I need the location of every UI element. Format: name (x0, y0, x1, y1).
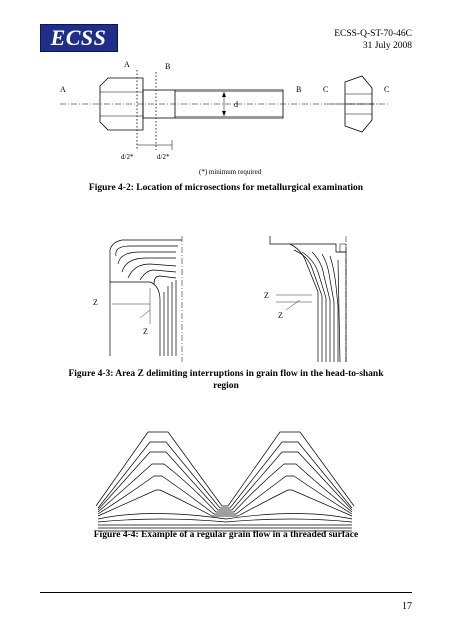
document-id: ECSS-Q-ST-70-46C (334, 29, 412, 39)
label-z-left-2: Z (143, 327, 148, 336)
figure-4-2-bolt-diagram: A A B d B C C d/2* d/2* (*) minimum requ… (60, 60, 390, 176)
footer-rule (40, 592, 412, 593)
label-b-right: B (296, 85, 301, 94)
label-d: d (234, 100, 238, 109)
label-d2-left: d/2* (121, 153, 134, 161)
label-z-right-1: Z (264, 291, 269, 300)
label-a-top: A (124, 60, 130, 69)
figure-4-2-caption: Figure 4-2: Location of microsections fo… (88, 183, 364, 193)
document-date: 31 July 2008 (362, 41, 412, 51)
figure-4-2-note: (*) minimum required (199, 168, 262, 176)
label-b-top: B (165, 62, 170, 71)
label-d2-right: d/2* (157, 153, 170, 161)
logo-text: ECSS (50, 25, 107, 50)
page-number: 17 (402, 601, 412, 612)
label-z-left-1: Z (93, 298, 98, 307)
figure-4-4-thread-grain-diagram (95, 431, 355, 532)
figure-4-3-grain-flow-diagram: Z Z Z Z (93, 236, 347, 363)
label-z-right-2: Z (278, 311, 283, 320)
label-a-left: A (60, 85, 66, 94)
figure-4-3-caption-line-2: region (213, 381, 239, 391)
label-c-left: C (323, 85, 328, 94)
figure-4-4-caption: Figure 4-4: Example of a regular grain f… (93, 530, 359, 540)
figure-4-3-caption-line-1: Figure 4-3: Area Z delimiting interrupti… (68, 369, 384, 379)
ecss-logo: ECSS (40, 24, 118, 52)
label-c-right: C (384, 85, 389, 94)
